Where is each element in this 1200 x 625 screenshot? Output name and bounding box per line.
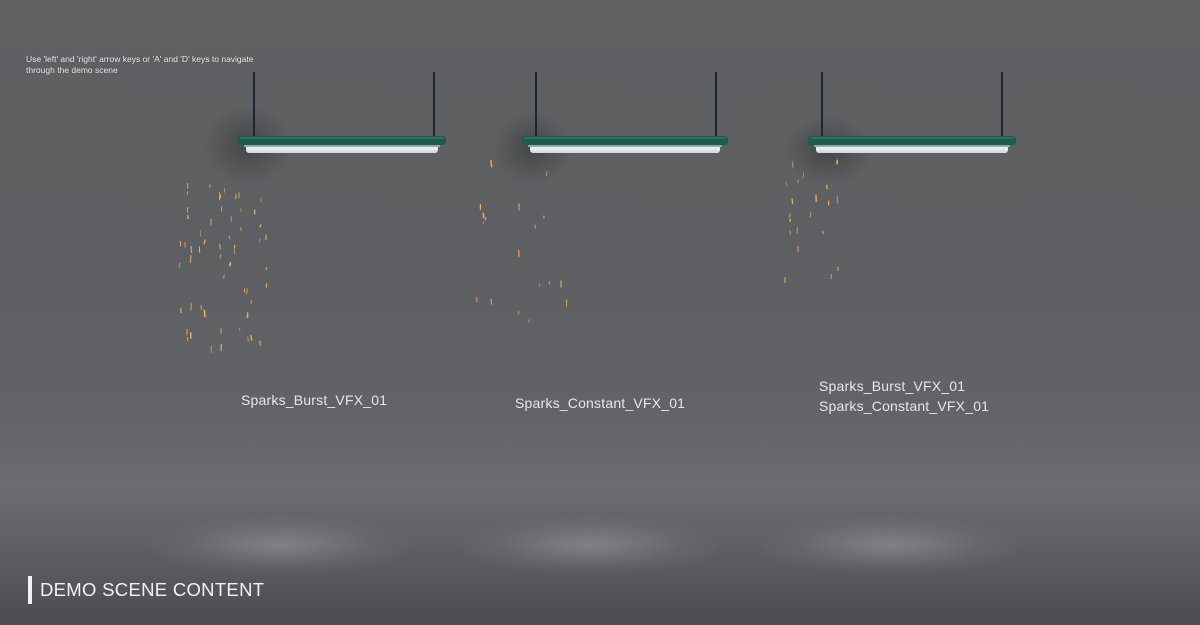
hanging-lamp-1 [203, 70, 448, 190]
fixture-label-line: Sparks_Constant_VFX_01 [515, 395, 686, 411]
footer-label: DEMO SCENE CONTENT [40, 579, 265, 600]
spark-streak [235, 194, 237, 200]
fixture-label-line: Sparks_Burst_VFX_01 [241, 392, 388, 408]
spark-streak [809, 212, 812, 218]
spark-streak [186, 336, 189, 342]
spark-streak [797, 179, 799, 184]
spark-streak [229, 262, 232, 267]
spark-streak [796, 227, 798, 234]
footer-accent-bar [28, 576, 32, 604]
spark-streak [785, 181, 788, 186]
spark-streak [259, 224, 262, 228]
spark-streak [246, 288, 248, 295]
fixture-label-1: Sparks_Burst_VFX_01 [241, 390, 387, 410]
spark-streak [238, 327, 241, 332]
spark-streak [788, 213, 791, 219]
fixture-label-2: Sparks_Constant_VFX_01 [515, 393, 685, 413]
spark-streak [199, 229, 202, 237]
spark-streak [200, 305, 203, 310]
spark-streak [189, 254, 192, 263]
spark-streak [482, 221, 484, 225]
spark-streak [186, 182, 189, 190]
floor-light-pool-1 [150, 515, 410, 575]
fixture-label-line: Sparks_Burst_VFX_01 [819, 378, 966, 394]
fixture-label-line: Sparks_Constant_VFX_01 [819, 398, 990, 414]
spark-streak [218, 243, 221, 250]
spark-streak [239, 227, 242, 232]
hanging-lamp-3 [783, 70, 1018, 190]
spark-streak [490, 159, 493, 168]
spark-streak [203, 239, 206, 245]
navigation-hint: Use 'left' and 'right' arrow keys or 'A'… [26, 54, 254, 75]
spark-streak [190, 303, 193, 311]
spark-streak [247, 336, 249, 342]
floor-light-pool-2 [460, 515, 720, 575]
spark-streak [178, 262, 181, 268]
fixture-label-3: Sparks_Burst_VFX_01 Sparks_Constant_VFX_… [819, 376, 989, 416]
spark-streak [250, 334, 253, 341]
demo-scene-footer: DEMO SCENE CONTENT [28, 576, 264, 604]
spark-streak [233, 244, 236, 249]
spark-streak [184, 242, 187, 248]
spark-streak [203, 309, 206, 318]
floor-light-pool-3 [760, 515, 1020, 575]
spark-streak [534, 224, 537, 230]
hanging-lamp-2 [492, 70, 732, 190]
spark-streak [259, 340, 262, 346]
